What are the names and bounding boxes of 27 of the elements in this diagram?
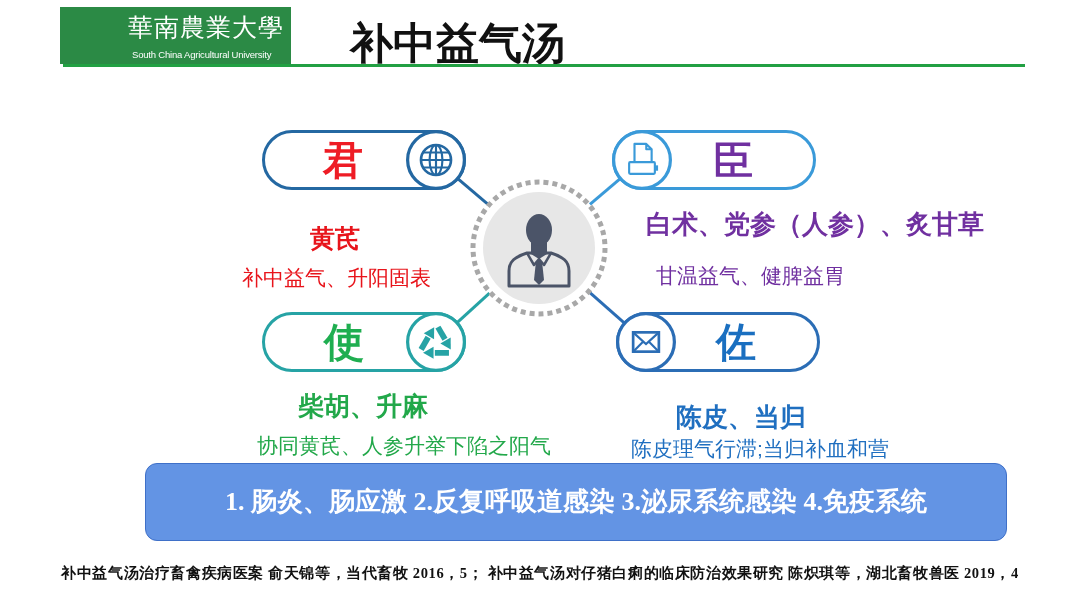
effect-text: 协同黄芪、人参升举下陷之阳气 (257, 433, 551, 459)
role-pill (262, 130, 466, 190)
role-character: 佐 (716, 322, 756, 362)
connector-line (588, 177, 621, 206)
herb-names: 黄芪 (310, 223, 360, 253)
summary-box (145, 463, 1007, 541)
reference-note: 补中益气汤治疗畜禽疾病医案 俞天锦等，当代畜牧 2016，5； 补中益气汤对仔猪白痢的临床防治效果研究 陈炽琪等，湖北畜牧兽医 2019，4 (61, 565, 1019, 582)
role-pill (612, 130, 816, 190)
connector-line (457, 177, 490, 206)
herb-names: 白术、党参（人参）、炙甘草 (646, 210, 984, 240)
role-pill (262, 312, 466, 372)
person-picture (469, 178, 609, 318)
list-text: 1. 肠炎、肠应激 2.反复呼吸道感染 3.泌尿系统感染 4.免疫系统 (225, 487, 927, 517)
banner-title: 華南農業大學 (128, 14, 284, 43)
effect-text: 陈皮理气行滞;当归补血和营 (631, 436, 889, 462)
banner-subtitle: South China Agricultural University (132, 50, 272, 61)
herb-names: 柴胡、升麻 (298, 392, 428, 422)
herb-names: 陈皮、当归 (676, 403, 806, 433)
role-character: 臣 (713, 140, 753, 180)
effect-text: 补中益气、升阳固表 (241, 265, 431, 291)
role-character: 君 (323, 140, 363, 180)
title: 补中益气汤 (350, 19, 565, 69)
effect-text: 甘温益气、健脾益胃 (655, 263, 845, 289)
role-pill (616, 312, 820, 372)
role-character: 使 (324, 322, 364, 362)
connector-line (456, 292, 491, 324)
connector-line (588, 291, 626, 324)
